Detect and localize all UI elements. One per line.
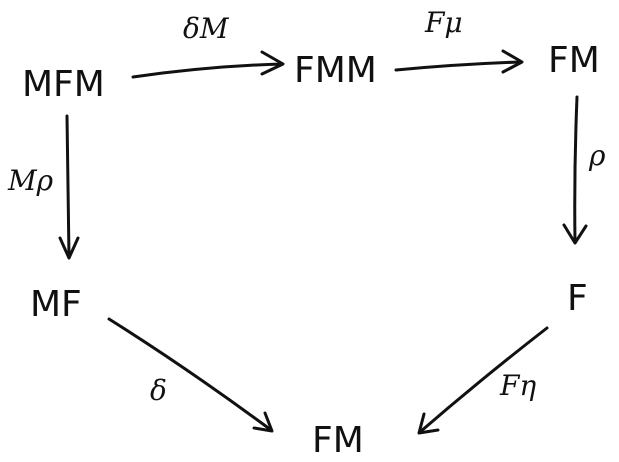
node-fm-top: FM bbox=[548, 40, 600, 81]
node-mf: MF bbox=[30, 284, 82, 325]
node-f: F bbox=[567, 278, 588, 319]
label-m-rho: Mρ bbox=[7, 164, 54, 197]
arrow-f-to-fm bbox=[417, 326, 549, 435]
label-delta-m: δM bbox=[183, 12, 230, 45]
label-rho: ρ bbox=[588, 139, 606, 172]
arrow-mfm-to-fmm bbox=[131, 50, 285, 79]
arrow-mfm-to-mf bbox=[58, 114, 80, 260]
label-delta: δ bbox=[150, 374, 167, 407]
arrow-fmm-to-fm bbox=[394, 49, 524, 74]
label-f-mu: Fμ bbox=[424, 6, 463, 39]
label-f-eta: Fη bbox=[499, 369, 536, 402]
node-fm-bottom: FM bbox=[312, 420, 364, 461]
arrow-fm-to-f bbox=[562, 95, 588, 245]
arrow-mf-to-fm bbox=[107, 317, 274, 433]
node-mfm: MFM bbox=[22, 64, 105, 105]
node-fmm: FMM bbox=[294, 50, 377, 91]
